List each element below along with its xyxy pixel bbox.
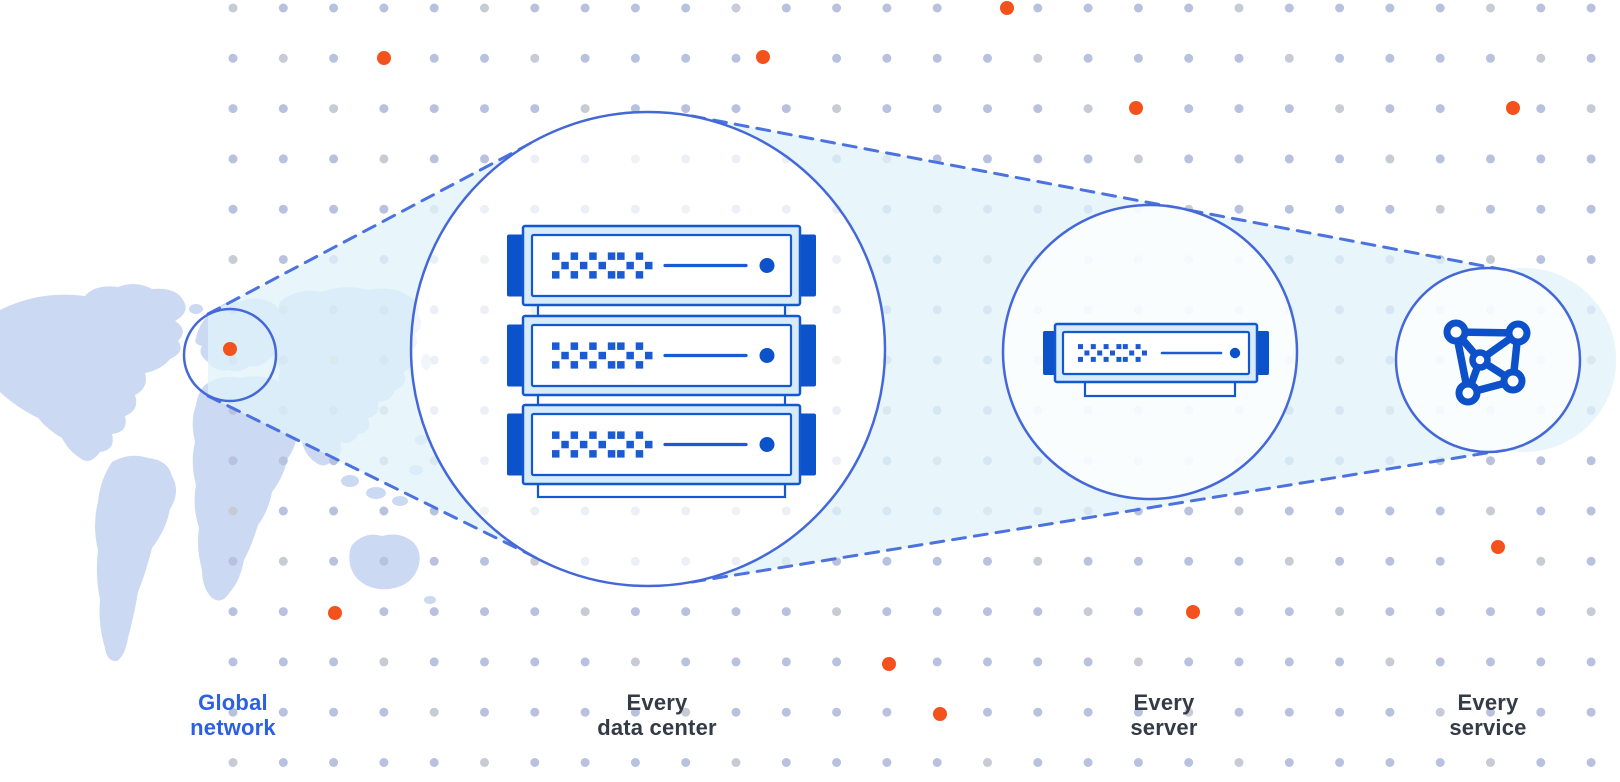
caption-line: Every xyxy=(1457,690,1519,715)
caption-line: Global xyxy=(198,690,268,715)
dashed-tangent-line xyxy=(206,138,539,316)
dashed-tangent-line xyxy=(690,448,1507,584)
orange-dot xyxy=(933,707,947,721)
orange-dot xyxy=(1506,101,1520,115)
caption-line: network xyxy=(190,715,276,740)
caption-line: server xyxy=(1130,715,1198,740)
mesh-node xyxy=(1443,319,1469,345)
orange-dot xyxy=(328,606,342,620)
caption-line: Every xyxy=(1133,690,1195,715)
orange-dot xyxy=(1491,540,1505,554)
orange-dot xyxy=(377,51,391,65)
orange-dot xyxy=(882,657,896,671)
orange-dot xyxy=(756,50,770,64)
caption-every-data-center: Every data center xyxy=(597,690,717,740)
caption-line: data center xyxy=(597,715,717,740)
map-location-dot xyxy=(223,342,237,356)
orange-dot xyxy=(1186,605,1200,619)
caption-line: service xyxy=(1449,715,1527,740)
mesh-node xyxy=(1455,380,1481,406)
dashed-tangent-line xyxy=(690,114,1507,272)
server-icon xyxy=(1043,322,1269,398)
dashed-tangent-line xyxy=(206,394,539,560)
orange-dot xyxy=(1129,101,1143,115)
caption-every-service: Every service xyxy=(1449,690,1526,740)
orange-dot xyxy=(1000,1,1014,15)
zoom-beam-map-to-datacenter xyxy=(208,140,537,558)
mesh-node xyxy=(1505,320,1531,346)
map-highlight-circle xyxy=(182,307,278,403)
mesh-center-node xyxy=(1469,349,1491,371)
caption-every-server: Every server xyxy=(1130,690,1197,740)
mesh-network-icon xyxy=(1443,319,1531,406)
caption-global-network: Global network xyxy=(190,690,276,740)
caption-line: Every xyxy=(626,690,688,715)
server-rack-icon xyxy=(507,224,816,499)
mesh-node xyxy=(1500,368,1526,394)
